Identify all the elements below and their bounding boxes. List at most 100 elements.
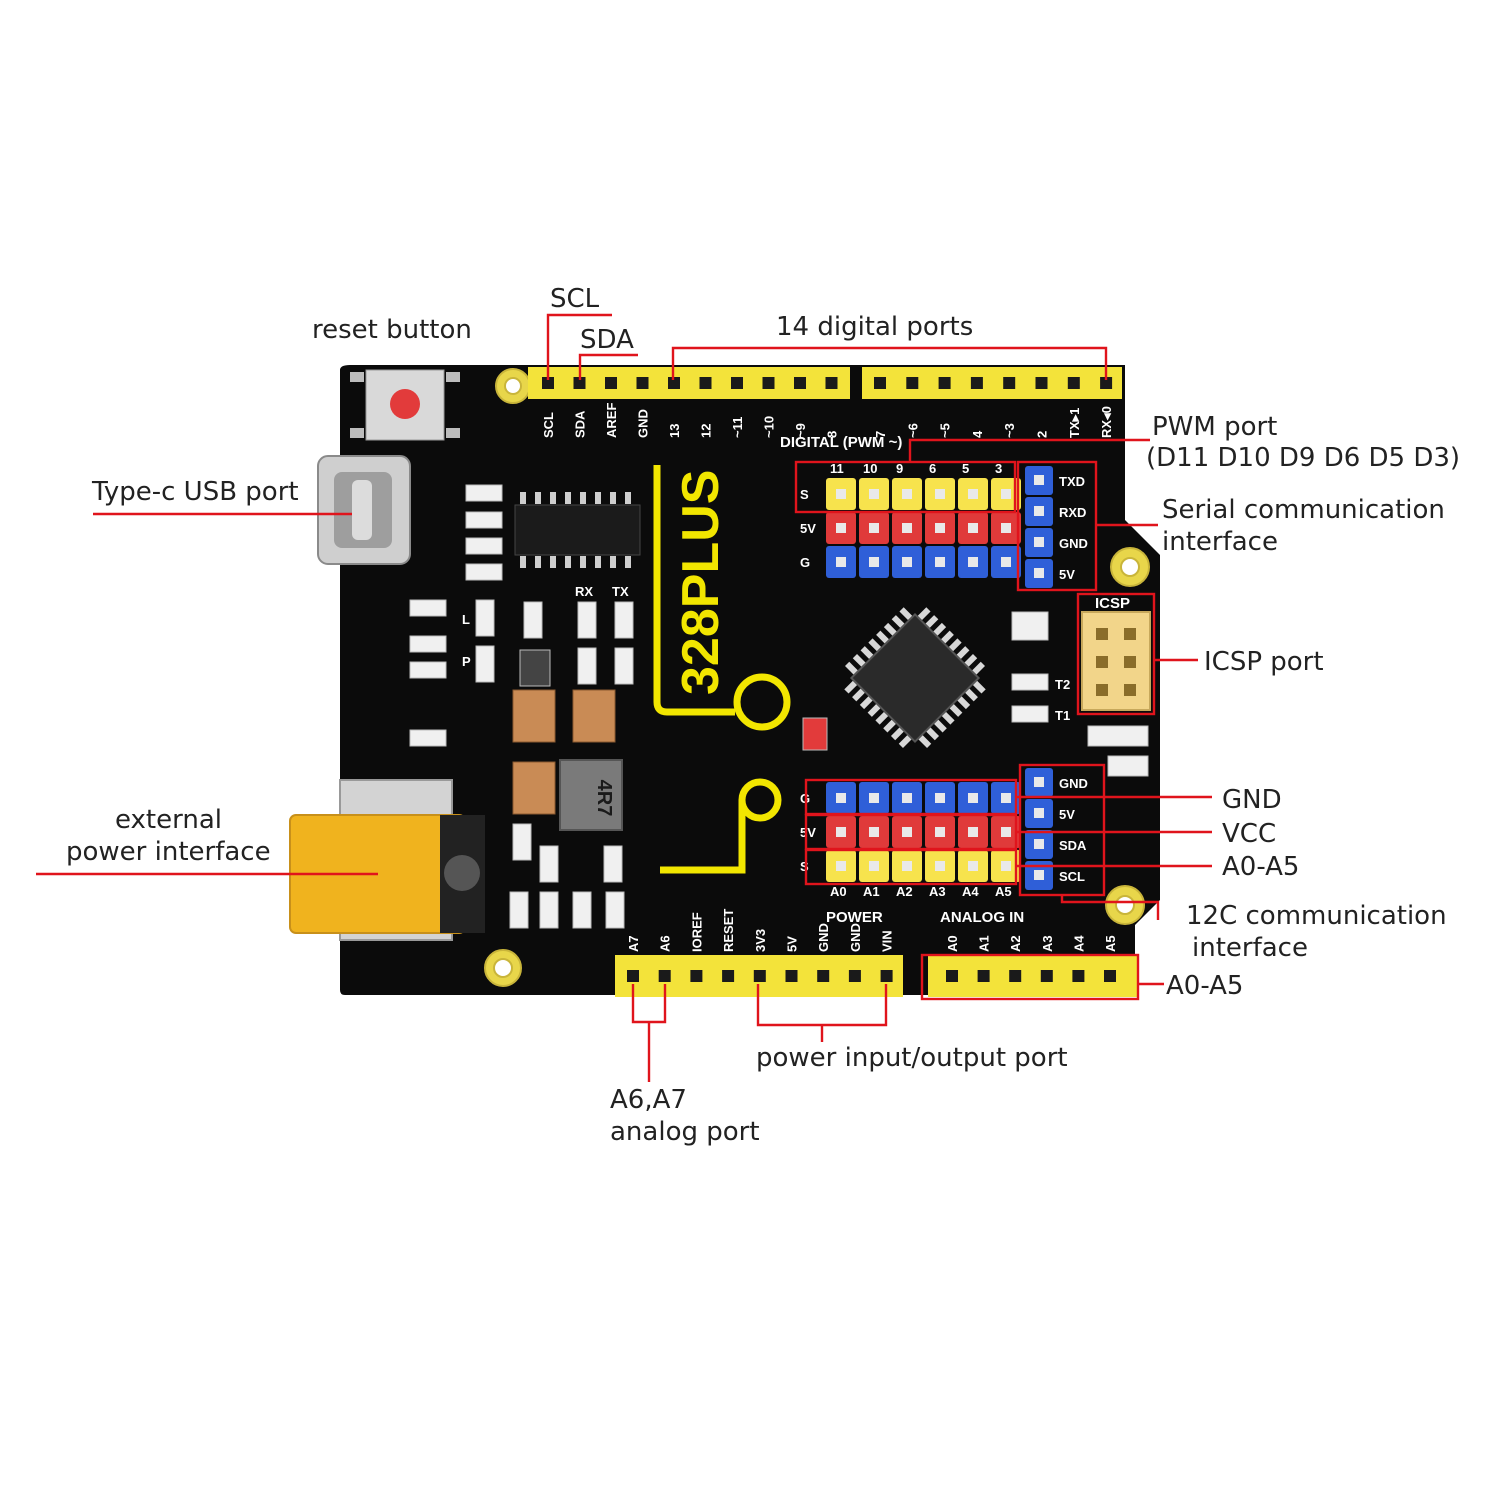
header-pin-contact [1001,523,1011,533]
header-pin-contact [1001,557,1011,567]
mounting-holes [484,368,1150,987]
callout-ext-power-1: external [115,805,222,835]
power-header-label: GND [848,923,863,952]
header-pin-contact [968,523,978,533]
decor-traces [653,465,791,874]
header-pin [627,970,639,982]
brand-label: 328PLUS [672,470,730,695]
top-header-right [862,367,1122,399]
header-pin [1040,970,1053,982]
header-pin-contact [1034,777,1044,787]
callout-serial-1: Serial communication [1162,495,1445,525]
pin-number-label: 11 [830,461,844,476]
icsp-header [1081,611,1151,711]
top-header-pins [542,377,1113,389]
pin-function-label: 5V [1059,807,1075,822]
callout-usb-port: Type-c USB port [91,477,299,507]
pin-number-label: A0 [830,884,847,899]
header-pin [1124,656,1136,668]
pin-number-label: A3 [929,884,946,899]
header-pin [753,970,766,982]
header-pin [1072,970,1085,982]
header-pin [1124,628,1136,640]
pin-function-label: RXD [1059,505,1086,520]
header-pin-contact [1034,475,1044,485]
callout-digital-ports: 14 digital ports [776,312,973,342]
led-label-t1: T1 [1055,708,1070,723]
header-pin [938,377,951,389]
header-pin-contact [935,827,945,837]
analog-header-label: A5 [1103,935,1118,952]
led-label-l: L [462,612,470,627]
header-pin-contact [968,861,978,871]
callout-pwm-port-2: (D11 D10 D9 D6 D5 D3) [1146,443,1460,473]
header-pin-contact [968,793,978,803]
top-header-label: 7 [873,431,888,438]
header-pin-contact [869,557,879,567]
bottom-header-pins [627,970,1116,982]
header-pin-contact [968,489,978,499]
header-pin-contact [836,861,846,871]
power-header-label: 5V [785,936,800,952]
header-pin-contact [869,489,879,499]
header-pin [1035,377,1048,389]
header-pin-contact [1034,808,1044,818]
pin-function-label: GND [1059,536,1088,551]
header-pin [1104,970,1116,982]
callout-a6a7-2: analog port [610,1117,760,1147]
top-header-label: ~5 [938,423,953,438]
header-pin-contact [1034,870,1044,880]
header-pin [1096,628,1108,640]
header-pin [880,970,893,982]
top-header-label: ~10 [762,416,777,438]
icsp-silk: ICSP [1095,595,1130,612]
header-pin-contact [1001,861,1011,871]
callout-lines [36,313,1212,1082]
usb-serial-chip [514,492,641,568]
inductor: 4R7 [559,759,623,831]
header-pin [1096,684,1108,696]
top-header-label: 8 [825,431,840,438]
smd-components [409,484,1149,929]
header-pin-contact [902,861,912,871]
analog-header-label: A4 [1071,935,1086,952]
header-pin-contact [836,793,846,803]
header-pin [906,377,919,389]
power-title: POWER [826,909,883,926]
pin-number-label: A5 [995,884,1012,899]
callout-gnd: GND [1222,785,1282,815]
header-pin [1009,970,1022,982]
header-pin [946,970,958,982]
reset-button[interactable] [350,369,460,441]
pin-number-label: 10 [863,461,877,476]
pin-function-label: GND [1059,776,1088,791]
top-header-label: 13 [667,424,682,438]
header-pin-contact [1034,506,1044,516]
power-header-label: A6 [658,935,673,952]
callout-i2c-2: interface [1192,933,1308,963]
header-pin-contact [902,793,912,803]
svg-text:4R7: 4R7 [593,780,615,817]
header-pin-contact [1034,839,1044,849]
top-header-label: ~3 [1002,423,1017,438]
callout-power-io: power input/output port [756,1043,1068,1073]
callout-reset-button: reset button [312,315,472,345]
header-pin [825,377,838,389]
header-pin [722,970,735,982]
callout-vcc: VCC [1222,819,1276,849]
led-label-tx: TX [612,584,629,599]
header-pin-contact [1034,568,1044,578]
pin-function-label: 5V [1059,567,1075,582]
header-pin [1100,377,1113,389]
callout-serial-2: interface [1162,527,1278,557]
digital-label: DIGITAL (PWM ~) [780,434,902,451]
power-header-label: A7 [626,935,641,952]
header-pin [542,377,554,389]
top-header-label: 2 [1035,431,1050,438]
led-label-t2: T2 [1055,677,1070,692]
top-header-label: ~11 [730,417,745,438]
